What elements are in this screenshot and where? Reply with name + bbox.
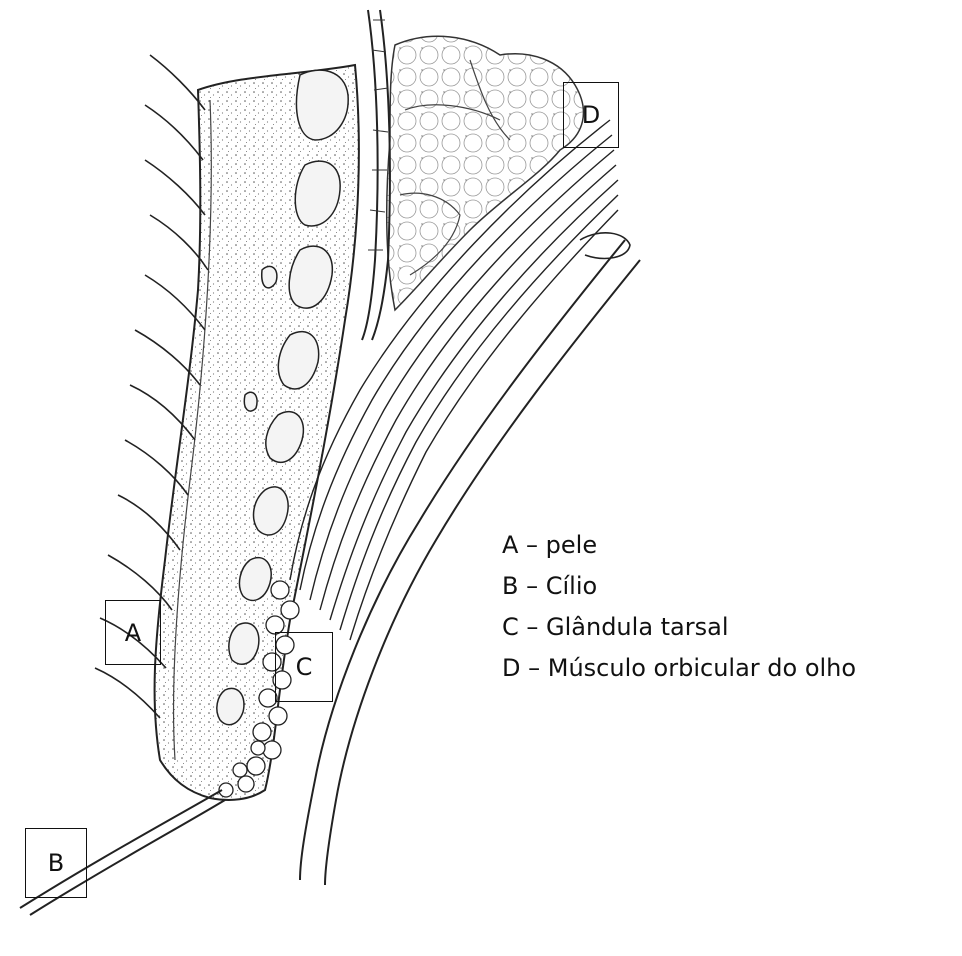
label-d: D	[563, 82, 619, 148]
legend-item-d: D – Músculo orbicular do olho	[502, 648, 856, 689]
fat-lobules	[387, 36, 584, 310]
legend-item-b: B – Cílio	[502, 566, 856, 607]
legend-item-c: C – Glândula tarsal	[502, 607, 856, 648]
label-c: C	[275, 632, 333, 702]
legend-item-a: A – pele	[502, 525, 856, 566]
label-a: A	[105, 600, 161, 665]
fibrous-septum	[362, 10, 390, 340]
legend: A – pele B – Cílio C – Glândula tarsal D…	[502, 525, 856, 689]
label-b: B	[25, 828, 87, 898]
